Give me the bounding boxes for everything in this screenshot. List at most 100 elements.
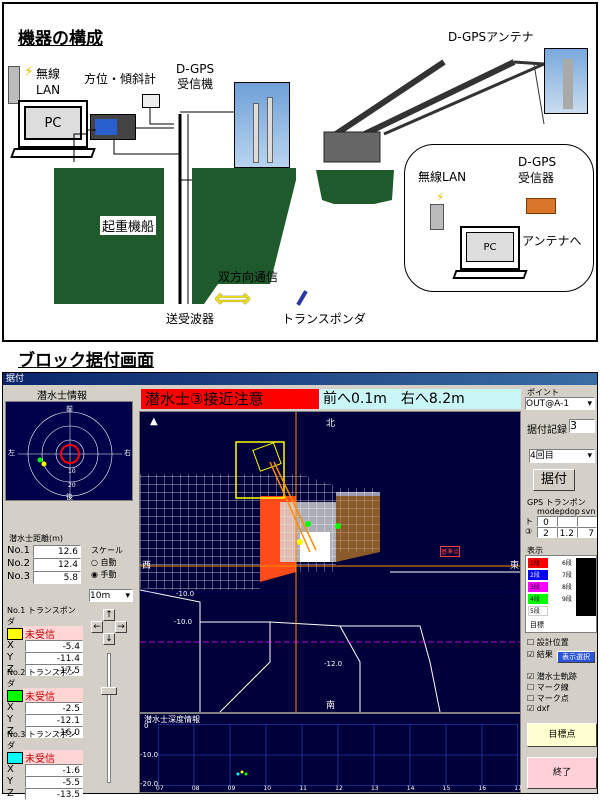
transponder-color-swatch bbox=[7, 751, 23, 764]
offset-display: 前へ0.1m 右へ8.2m bbox=[319, 389, 521, 409]
coord-z: -13.5 bbox=[25, 788, 83, 800]
dgps-receiver-top-label: D-GPS 受信機 bbox=[176, 62, 215, 91]
pan-left-button[interactable]: ← bbox=[91, 621, 103, 633]
map-west: 西 bbox=[142, 561, 152, 571]
record-value[interactable]: 3 bbox=[569, 419, 595, 433]
distance-header: 潜水士距離(m) bbox=[9, 534, 64, 543]
mark-point-checkbox[interactable]: ☐ マーク点 bbox=[527, 694, 569, 703]
coord-row: X-5.4 bbox=[7, 640, 83, 652]
orientation-label: 方位・傾斜計 bbox=[84, 72, 157, 86]
transponder-status-row: 未受信 bbox=[7, 626, 83, 641]
legend-swatch-black bbox=[576, 558, 596, 616]
dgps-antenna-photo bbox=[234, 82, 290, 168]
distance-value: 12.6 bbox=[33, 545, 81, 558]
display-select-button[interactable]: 表示選択 bbox=[557, 651, 595, 663]
point-label: ポイント bbox=[527, 388, 559, 397]
install-button[interactable]: 据付 bbox=[533, 469, 575, 491]
legend-label: 4段 bbox=[530, 596, 540, 603]
zoom-slider[interactable] bbox=[107, 653, 111, 783]
point-select[interactable]: OUT@A-1▾ bbox=[525, 397, 595, 410]
transponder-title: No.2 トランスポンダ bbox=[7, 668, 76, 688]
coord-x: -1.6 bbox=[25, 764, 83, 776]
antenna-photo bbox=[544, 48, 588, 114]
transponder-color-swatch bbox=[7, 627, 23, 640]
depth-panel-title: 潜水士深度情報 bbox=[144, 715, 200, 724]
pan-right-button[interactable]: → bbox=[115, 621, 127, 633]
legend-swatch bbox=[528, 558, 548, 568]
distance-label: No.1 bbox=[7, 545, 30, 556]
wireless-lan-right-label: 無線LAN bbox=[418, 170, 467, 184]
map-south: 南 bbox=[326, 701, 336, 711]
transceiver-label: 送受波器 bbox=[166, 312, 215, 326]
coord-row: X-2.5 bbox=[7, 702, 83, 714]
transponder-title: No.3 トランスポンダ bbox=[7, 730, 76, 750]
distance-label: No.2 bbox=[7, 558, 30, 569]
vessel-shape bbox=[54, 59, 561, 304]
equipment-title: 機器の構成 bbox=[18, 29, 103, 49]
status-badge: 未受信 bbox=[23, 750, 83, 765]
track-checkbox[interactable]: ☑ 潜水士軌跡 bbox=[527, 672, 577, 681]
mark-line-checkbox[interactable]: ☐ マーク線 bbox=[527, 683, 569, 692]
coord-y: -12.1 bbox=[25, 714, 83, 726]
coord-row: Z-13.5 bbox=[7, 788, 83, 800]
coord-row: Y-11.4 bbox=[7, 652, 83, 664]
scale-select[interactable]: 10m▾ bbox=[89, 589, 133, 602]
coord-row: Z-16.0 bbox=[7, 726, 83, 738]
compass-west: 左 bbox=[8, 449, 15, 457]
display-header: 表示 bbox=[527, 546, 543, 555]
distance-value: 12.4 bbox=[33, 558, 81, 571]
compass-south: 後 bbox=[66, 493, 73, 501]
display-legend: 1段 2段 3段 4段 5段 6段 7段 8段 9段 目標 bbox=[525, 555, 597, 633]
sonar-rings bbox=[18, 408, 122, 500]
coord-row: Y-12.1 bbox=[7, 714, 83, 726]
dgps-receiver-right-label: D-GPS 受信器 bbox=[518, 155, 557, 185]
lightning-icon: ⚡ bbox=[24, 64, 34, 80]
laptop-right: PC bbox=[460, 226, 520, 270]
transponder-status-row: 未受信 bbox=[7, 750, 83, 765]
pc-screen-label: PC bbox=[24, 106, 82, 140]
lightning-right-icon: ⚡ bbox=[436, 190, 445, 204]
dxf-checkbox[interactable]: ☑ dxf bbox=[527, 704, 550, 713]
legend-label: 1段 bbox=[530, 560, 540, 567]
ring-10: 10 bbox=[68, 468, 76, 475]
double-arrow-icon: ⟺ bbox=[214, 284, 252, 314]
coord-x: -5.4 bbox=[25, 640, 83, 652]
result-checkbox[interactable]: ☑ 結果 bbox=[527, 650, 553, 659]
diver-info-title: 潜水士情報 bbox=[37, 391, 87, 402]
pan-down-button[interactable]: ↓ bbox=[103, 633, 115, 645]
window-titlebar: 据付 bbox=[3, 373, 597, 385]
coord-z: -17.5 bbox=[25, 664, 83, 676]
design-pos-checkbox[interactable]: ☐ 設計位置 bbox=[527, 638, 569, 647]
compass-east: 右 bbox=[124, 449, 131, 457]
map-canvas[interactable]: ▲ 北 南 西 東 -10.0 -12.0 -10.0 基準点 bbox=[139, 411, 521, 713]
depth-axis-label: 0 bbox=[144, 722, 149, 730]
exit-button[interactable]: 終了 bbox=[527, 757, 597, 789]
wireless-lan-left-label: 無線 LAN bbox=[36, 67, 61, 97]
scale-manual-radio[interactable]: ◉ 手動 bbox=[91, 570, 117, 579]
receiver-box-icon bbox=[526, 198, 556, 214]
transponder-color-swatch bbox=[7, 689, 23, 702]
wireless-device-right bbox=[430, 204, 444, 230]
scale-auto-radio[interactable]: ○ 自動 bbox=[91, 558, 117, 567]
target-point-button[interactable]: 目標点 bbox=[527, 723, 597, 747]
transponder-panel-1: No.1 トランスポンダ 未受信 X-5.4 Y-11.4 Z-17.5 bbox=[7, 605, 83, 676]
gps-header: GPS トランポン bbox=[527, 498, 586, 507]
legend-label: 5段 bbox=[530, 608, 540, 615]
antenna-icon bbox=[8, 66, 20, 104]
laptop-right-keyboard bbox=[452, 270, 528, 279]
coord-z: -16.0 bbox=[25, 726, 83, 738]
coord-row: Y-5.5 bbox=[7, 776, 83, 788]
zoom-slider-thumb[interactable] bbox=[101, 687, 117, 695]
pan-up-button[interactable]: ↑ bbox=[103, 609, 115, 621]
legend-swatch bbox=[528, 594, 548, 604]
times-select[interactable]: 4回目▾ bbox=[529, 449, 595, 463]
section2-title: ブロック据付画面 bbox=[18, 351, 154, 371]
compass-north: 前 bbox=[66, 405, 73, 413]
